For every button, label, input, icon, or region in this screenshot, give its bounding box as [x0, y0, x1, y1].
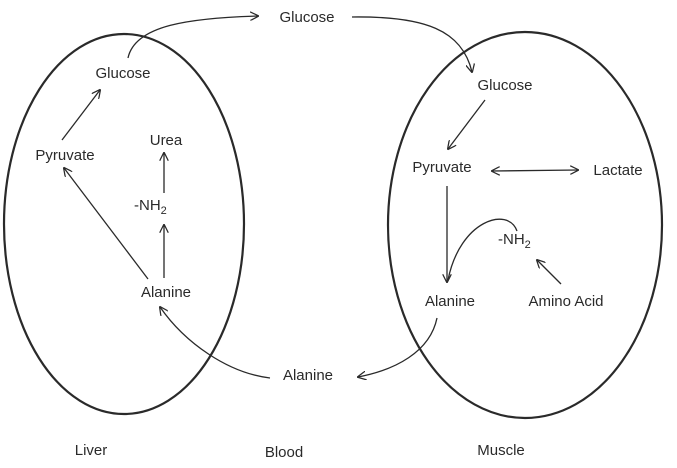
muscle-pyruvate-label: Pyruvate — [412, 159, 471, 176]
liver-alanine-label: Alanine — [141, 284, 191, 301]
liver-glucose-label: Glucose — [95, 65, 150, 82]
liver-pyruvate-label: Pyruvate — [35, 147, 94, 164]
liver-urea-label: Urea — [150, 132, 183, 149]
arrow-liver-pyruvate-to-glucose — [61, 90, 100, 141]
arrow-muscle-alanine-to-blood-alanine — [358, 317, 438, 377]
muscle-amino-acid-label: Amino Acid — [528, 293, 603, 310]
muscle-lactate-label: Lactate — [593, 162, 642, 179]
liver-nh2-subscript: 2 — [161, 205, 167, 217]
liver-nh2-label: -NH2 — [134, 197, 167, 217]
blood-glucose-label: Glucose — [279, 9, 334, 26]
blood-caption: Blood — [265, 444, 303, 461]
blood-alanine-label: Alanine — [283, 367, 333, 384]
muscle-glucose-label: Glucose — [477, 77, 532, 94]
arrow-liver-alanine-to-pyruvate — [64, 168, 149, 280]
arrow-nh2-transfer-to-alanine — [447, 218, 518, 281]
muscle-caption: Muscle — [477, 442, 525, 459]
muscle-nh2-label: -NH2 — [498, 231, 531, 251]
liver-caption: Liver — [75, 442, 108, 459]
arrow-blood-glucose-to-muscle-glucose — [351, 16, 472, 72]
arrow-amino-acid-to-nh2 — [537, 260, 562, 285]
arrow-liver-glucose-to-blood-glucose — [127, 16, 258, 59]
muscle-nh2-subscript: 2 — [525, 239, 531, 251]
arrow-muscle-glucose-to-pyruvate — [448, 99, 486, 149]
liver-outline — [2, 32, 246, 416]
arrow-blood-alanine-to-liver-alanine — [160, 307, 271, 379]
muscle-alanine-label: Alanine — [425, 293, 475, 310]
muscle-outline — [386, 30, 664, 420]
arrow-pyruvate-lactate-reversible — [492, 170, 578, 171]
